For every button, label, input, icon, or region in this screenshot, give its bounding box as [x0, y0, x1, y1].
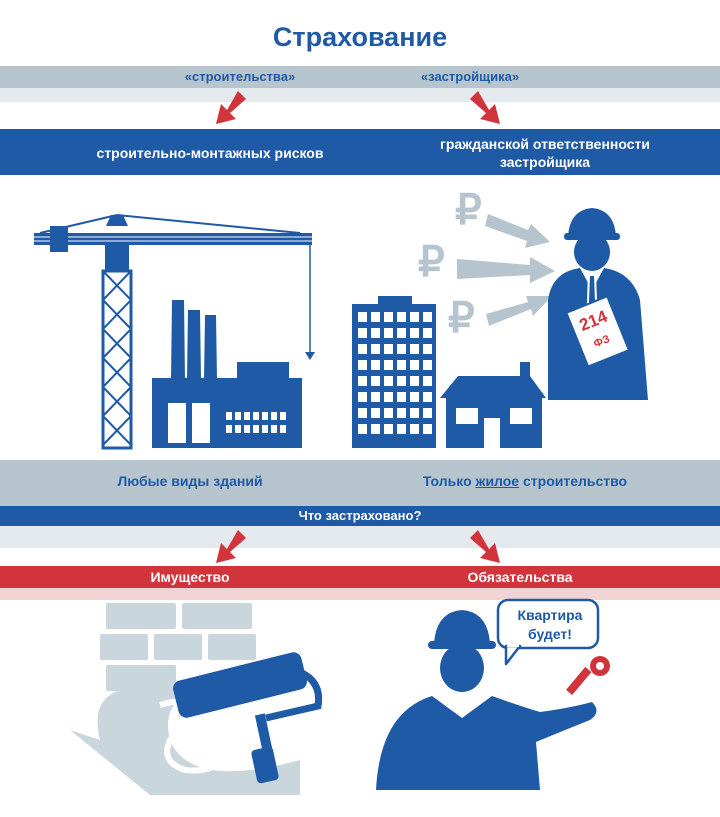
header-band-gray — [0, 66, 720, 88]
ruble-sign-bottom: ₽ — [448, 294, 475, 341]
worker-icon — [376, 610, 597, 790]
question-band-shadow — [0, 526, 720, 548]
insurance-types-band — [0, 129, 720, 175]
crane-icon — [34, 214, 315, 450]
arrow-down-left-icon — [216, 530, 246, 563]
ruble-sign-middle: ₽ — [418, 238, 445, 285]
objects-band — [0, 566, 720, 588]
bubble-line-1: Квартира — [517, 607, 583, 623]
only-emphasis: жилое — [475, 473, 520, 489]
scope-band — [0, 460, 720, 506]
building-materials-icon — [70, 603, 323, 795]
label-risks: строительно-монтажных рисков — [96, 145, 324, 161]
label-liability: гражданской ответственности застройщика — [439, 136, 650, 170]
label-only-residential: Только жилое строительство — [380, 473, 670, 489]
label-any-buildings: Любые виды зданий — [117, 473, 263, 489]
arrow-right-icon — [457, 214, 555, 326]
bubble-line-2: будет! — [528, 626, 572, 642]
label-developer: «застройщика» — [420, 69, 520, 84]
label-what-insured: Что застраховано? — [298, 508, 422, 523]
objects-band-shadow — [0, 588, 720, 600]
page-title: Страхование — [272, 22, 448, 52]
arrow-down-right-icon — [470, 530, 500, 563]
key-icon — [566, 656, 610, 696]
question-band — [0, 506, 720, 526]
ruble-sign-top: ₽ — [455, 186, 482, 233]
speech-bubble-text: Квартира будет! — [500, 606, 600, 644]
document-abbr: ФЗ — [592, 333, 612, 350]
law-document-icon: 214 ФЗ — [565, 295, 631, 368]
only-prefix: Только — [422, 473, 476, 489]
label-obligations: Обязательства — [467, 569, 573, 585]
ruble-icon: ₽ ₽ ₽ — [418, 186, 482, 341]
house-icon — [440, 362, 546, 448]
factory-icon — [152, 300, 302, 448]
arrow-down-right-icon — [470, 91, 500, 124]
speech-bubble-icon — [496, 598, 600, 666]
label-construction: «строительства» — [184, 69, 296, 84]
arrow-down-left-icon — [216, 91, 246, 124]
header-band-light — [0, 88, 720, 102]
label-property: Имущество — [150, 569, 230, 585]
highrise-building-icon — [352, 296, 436, 448]
only-suffix: строительство — [519, 473, 628, 489]
